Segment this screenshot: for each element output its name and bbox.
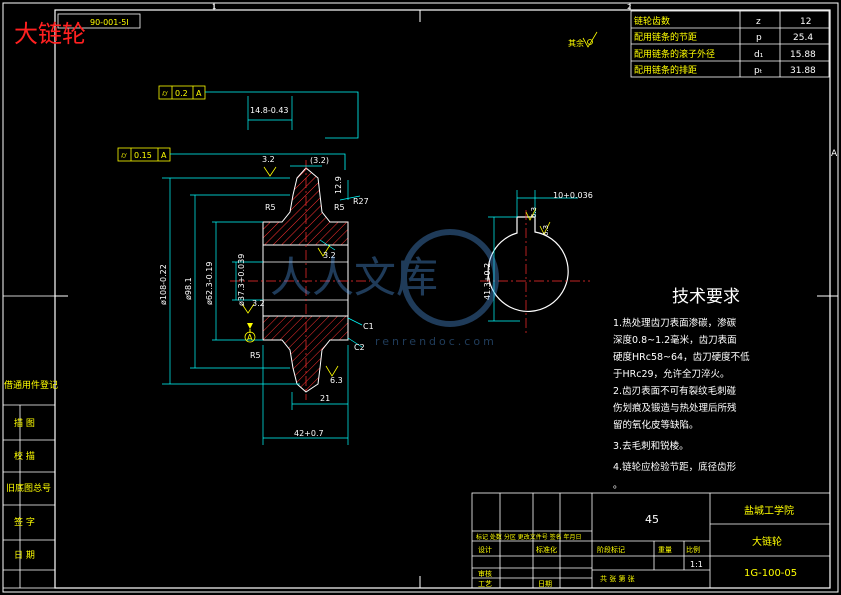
side-box-item: 描 图 <box>14 417 35 429</box>
svg-text:阶段标记: 阶段标记 <box>597 545 625 554</box>
dim-c1: C1 <box>363 322 374 331</box>
ra-left: 3.2 <box>252 299 265 308</box>
svg-text:留的氧化皮等缺陷。: 留的氧化皮等缺陷。 <box>613 419 699 431</box>
svg-text:日期: 日期 <box>538 580 552 588</box>
ra-inner: 3.2 <box>323 251 336 260</box>
dim-12-9: 12.9 <box>334 176 343 194</box>
param-name-roller: 配用链条的滚子外径 <box>634 48 715 60</box>
top-ref-number: 90-001-5I <box>90 18 129 27</box>
svg-text:1.热处理齿刀表面渗碳，渗碳: 1.热处理齿刀表面渗碳，渗碳 <box>613 317 737 329</box>
param-name-teeth: 链轮齿数 <box>634 15 670 27</box>
param-symbol-row-pitch: pₜ <box>754 66 763 76</box>
svg-text:深度0.8~1.2毫米，齿刀表面: 深度0.8~1.2毫米，齿刀表面 <box>613 334 737 346</box>
side-box-item: 借通用件登记 <box>4 379 58 391</box>
param-value-roller: 15.88 <box>790 50 816 60</box>
dim-width-21: 21 <box>320 394 330 403</box>
sprocket-section-view <box>230 160 370 400</box>
svg-text:标记 处数 分区 更改文件号 签名 年月日: 标记 处数 分区 更改文件号 签名 年月日 <box>476 533 582 541</box>
param-symbol-pitch: p <box>756 33 762 43</box>
param-name-row-pitch: 配用链条的排距 <box>634 64 697 76</box>
tech-requirements-title: 技术要求 <box>672 287 740 307</box>
svg-text:共 张 第 张: 共 张 第 张 <box>600 574 635 583</box>
side-box-item: 旧底图总号 <box>6 482 51 494</box>
svg-text:硬度HRc58~64，齿刀硬度不低: 硬度HRc58~64，齿刀硬度不低 <box>613 351 750 363</box>
dim-r5-b: R5 <box>334 203 345 212</box>
ra-top: 3.2 <box>262 155 275 164</box>
svg-text:A: A <box>161 151 167 160</box>
svg-text:审核: 审核 <box>478 569 492 578</box>
side-box-item: 日 期 <box>14 550 35 561</box>
svg-text:0.15: 0.15 <box>134 151 152 160</box>
dim-dia-98: ø98.1 <box>184 277 193 300</box>
param-value-pitch: 25.4 <box>793 33 813 43</box>
param-symbol-roller: d₁ <box>754 50 764 60</box>
dim-dia-62: ø62.3-0.19 <box>205 262 214 305</box>
stamp-title: 大链轮 <box>14 20 86 48</box>
zone-label-2: 2 <box>627 3 631 11</box>
dim-tooth-chamfer: (3.2) <box>310 156 329 165</box>
dim-dia-37: ø37.3+0.039 <box>237 254 246 306</box>
svg-text:。: 。 <box>613 480 623 491</box>
runout-icon: ⌭ <box>162 89 168 98</box>
param-value-row-pitch: 31.88 <box>790 66 816 76</box>
watermark-url: renrendoc.com <box>375 335 497 348</box>
dim-r5-a: R5 <box>265 203 276 212</box>
svg-text:3.去毛刺和锐棱。: 3.去毛刺和锐棱。 <box>613 440 689 452</box>
svg-text:0.2: 0.2 <box>175 89 188 98</box>
side-record-box <box>2 295 56 589</box>
param-name-pitch: 配用链条的节距 <box>634 31 697 43</box>
svg-text:设计: 设计 <box>478 545 492 554</box>
zone-label-1: 1 <box>212 3 216 11</box>
svg-text:于HRc29，允许全刀淬火。: 于HRc29，允许全刀淬火。 <box>613 368 730 380</box>
side-box-item: 签 字 <box>14 516 35 528</box>
ra-key-b: 6.3 <box>542 225 550 236</box>
ra-bottom: 6.3 <box>330 376 343 385</box>
dim-key-width: 10+0.036 <box>553 191 593 200</box>
param-symbol-teeth: z <box>756 17 761 27</box>
side-box-item: 校 描 <box>14 450 35 462</box>
ra-key-a: 6.3 <box>530 207 538 218</box>
dim-width-42: 42+0.7 <box>294 429 324 438</box>
datum-a-marker <box>244 323 256 343</box>
title-block-scale: 1:1 <box>690 560 703 569</box>
dim-key-depth: 41.3+0.2 <box>483 263 492 300</box>
dim-hub-width: 14.8-0.43 <box>250 106 289 115</box>
watermark: 人人文库 renrendoc.com <box>270 229 499 348</box>
dimension-lines <box>162 96 363 445</box>
title-block-material: 45 <box>645 513 659 526</box>
zone-label-a: A <box>831 149 838 159</box>
roughness-rest-note: 其余 <box>568 38 584 48</box>
title-block-drawing-no: 1G-100-05 <box>744 568 797 579</box>
datum-a-label: A <box>247 333 253 342</box>
title-block <box>471 492 831 589</box>
dim-c2: C2 <box>354 343 365 352</box>
svg-text:标准化: 标准化 <box>536 545 557 554</box>
watermark-text: 人人文库 <box>270 253 438 302</box>
roughness-rest-icon <box>582 31 598 48</box>
runout-icon: ⌭ <box>121 151 127 160</box>
dim-r27: R27 <box>353 197 369 206</box>
dim-dia-108: ø108-0.22 <box>159 264 168 305</box>
roughness-symbols <box>241 166 339 377</box>
title-block-school: 盐城工学院 <box>744 504 794 517</box>
svg-text:4.链轮应检验节距，底径齿形: 4.链轮应检验节距，底径齿形 <box>613 461 737 473</box>
svg-text:比例: 比例 <box>686 545 700 554</box>
parameter-table <box>630 10 830 78</box>
title-block-part-name: 大链轮 <box>752 535 782 548</box>
tolerance-frame-1: ⌭ 0.2 A <box>158 85 359 139</box>
svg-text:伤划痕及锻造与热处理后所残: 伤划痕及锻造与热处理后所残 <box>613 402 737 414</box>
keyway-end-view: 10+0.036 41.3+0.2 6.3 6.3 <box>480 190 593 335</box>
tolerance-frame-2: ⌭ 0.15 A <box>117 147 346 170</box>
svg-text:工艺: 工艺 <box>478 580 492 588</box>
svg-text:2.齿刃表面不可有裂纹毛刺碰: 2.齿刃表面不可有裂纹毛刺碰 <box>613 385 737 397</box>
tech-requirements-list: 1.热处理齿刀表面渗碳，渗碳 深度0.8~1.2毫米，齿刀表面 硬度HRc58~… <box>613 317 750 491</box>
svg-text:A: A <box>196 89 202 98</box>
dim-r5-c: R5 <box>250 351 261 360</box>
param-value-teeth: 12 <box>800 17 811 27</box>
svg-text:重量: 重量 <box>658 546 672 554</box>
